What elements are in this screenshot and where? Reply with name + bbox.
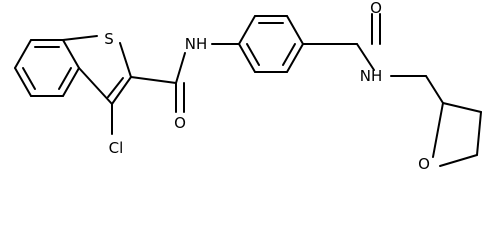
carbonyl-oxygen-label-1: O (174, 114, 186, 132)
ring-oxygen-label: O (418, 155, 430, 173)
methylene-linker (390, 75, 444, 104)
amide-1 (130, 52, 186, 113)
thiophene-ring (62, 35, 132, 105)
thf-ring (432, 102, 482, 167)
chemical-structure-diagram: S Cl NH O O NH O (14, 0, 482, 173)
amide-nh-label-1: NH (185, 35, 208, 53)
phenylene-ring (211, 15, 304, 73)
amide-nh-label-2: NH (360, 67, 383, 85)
chlorine-atom-label: Cl (109, 139, 124, 157)
carbonyl-oxygen-label-2: O (370, 0, 382, 17)
amide-2 (302, 13, 381, 71)
benzo-ring (14, 39, 80, 97)
sulfur-atom-label: S (104, 30, 114, 48)
